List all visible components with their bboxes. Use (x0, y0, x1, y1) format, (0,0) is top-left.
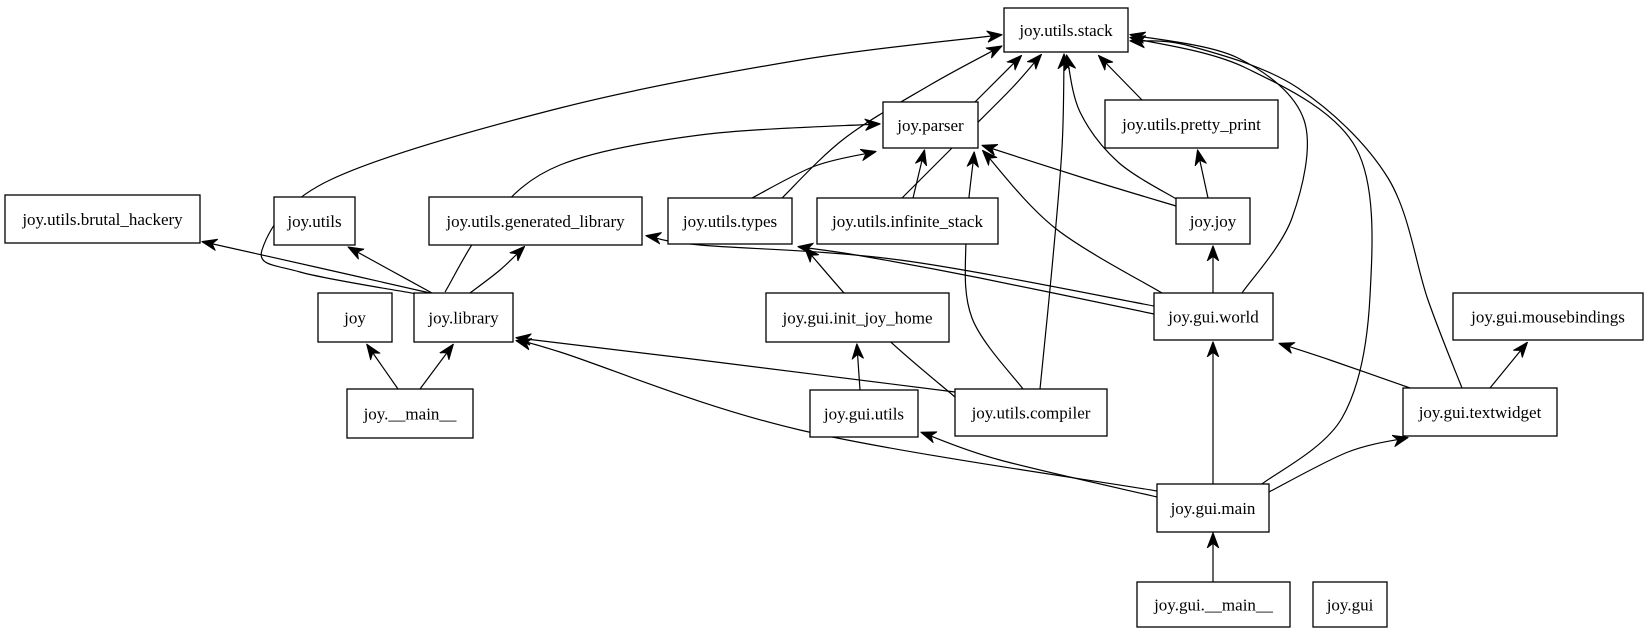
node-label-joy: joy (343, 309, 366, 328)
node-label-joy.utils: joy.utils (286, 212, 341, 231)
edge-joy.utils.compiler-to-joy.utils.stack (1039, 56, 1064, 390)
node-box-joy.__main__ (346, 388, 474, 439)
edge-joy.joy-to-joy.parser (984, 146, 1177, 207)
node-joy.gui.world: joy.gui.world (1153, 292, 1274, 341)
edge-joy.gui.utils-to-joy.gui.init_joy_home (857, 346, 860, 391)
node-box-joy.utils.stack (1003, 7, 1129, 53)
node-joy.utils.brutal_hackery: joy.utils.brutal_hackery (4, 194, 201, 244)
node-label-joy.utils.compiler: joy.utils.compiler (971, 404, 1091, 423)
node-joy.gui.textwidget: joy.gui.textwidget (1402, 387, 1558, 437)
node-label-joy.gui.mousebindings: joy.gui.mousebindings (1470, 308, 1625, 327)
edge-joy.gui.textwidget-to-joy.utils.stack (1132, 41, 1463, 389)
edge-joy.gui.main-to-joy.library (518, 341, 1158, 492)
node-label-joy.utils.types: joy.utils.types (682, 212, 777, 231)
node-joy.gui.main: joy.gui.main (1156, 483, 1270, 533)
node-box-joy.gui (1312, 581, 1388, 628)
node-joy.gui: joy.gui (1312, 581, 1388, 628)
node-box-joy.utils.brutal_hackery (4, 194, 201, 244)
node-label-joy.gui.world: joy.gui.world (1167, 308, 1259, 327)
node-label-joy.utils.pretty_print: joy.utils.pretty_print (1121, 115, 1261, 134)
edge-joy.library-to-joy.utils (350, 248, 433, 294)
node-box-joy.gui.world (1153, 292, 1274, 341)
edge-joy.library-to-joy.utils.brutal_hackery (204, 242, 431, 294)
node-box-joy.gui.init_joy_home (765, 292, 950, 343)
node-box-joy.utils.infinite_stack (816, 197, 999, 245)
edge-joy.__main__-to-joy.library (419, 346, 452, 390)
node-joy.utils.pretty_print: joy.utils.pretty_print (1104, 99, 1279, 149)
node-joy.utils: joy.utils (273, 196, 356, 246)
nodes-layer: joy.utils.stack joy.parser joy.utils.prett… (4, 7, 1644, 628)
node-label-joy.gui.textwidget: joy.gui.textwidget (1418, 403, 1542, 422)
edge-joy.__main__-to-joy (368, 346, 399, 390)
node-joy.utils.stack: joy.utils.stack (1003, 7, 1129, 53)
node-joy.gui.mousebindings: joy.gui.mousebindings (1452, 292, 1644, 341)
node-label-joy.library: joy.library (427, 309, 499, 328)
edge-joy.utils.compiler-to-joy.parser (964, 154, 1024, 390)
node-joy.gui.__main__: joy.gui.__main__ (1136, 581, 1291, 628)
edge-joy.utils.infinite_stack-to-joy.parser (912, 152, 924, 199)
node-label-joy.__main__: joy.__main__ (363, 405, 457, 424)
edge-joy.gui.world-to-joy.utils.types (800, 247, 1155, 315)
node-joy.utils.generated_library: joy.utils.generated_library (428, 196, 643, 246)
node-box-joy.joy (1175, 197, 1251, 245)
node-label-joy.gui.init_joy_home: joy.gui.init_joy_home (781, 309, 932, 328)
node-joy.library: joy.library (413, 292, 514, 343)
node-label-joy.utils.brutal_hackery: joy.utils.brutal_hackery (21, 210, 183, 229)
node-label-joy.gui: joy.gui (1326, 596, 1374, 615)
node-box-joy.utils.pretty_print (1104, 99, 1279, 149)
node-box-joy.parser (882, 101, 979, 149)
node-label-joy.parser: joy.parser (896, 116, 964, 135)
node-label-joy.gui.utils: joy.gui.utils (823, 405, 904, 424)
node-label-joy.gui.main: joy.gui.main (1170, 499, 1256, 518)
edge-joy.gui.textwidget-to-joy.gui.world (1281, 344, 1411, 389)
edge-joy.parser-to-joy.utils.stack (974, 57, 1020, 103)
node-label-joy.gui.__main__: joy.gui.__main__ (1153, 596, 1273, 615)
node-box-joy.utils.compiler (954, 388, 1108, 437)
node-box-joy.library (413, 292, 514, 343)
node-joy.gui.init_joy_home: joy.gui.init_joy_home (765, 292, 950, 343)
node-joy.parser: joy.parser (882, 101, 979, 149)
node-joy.utils.types: joy.utils.types (667, 197, 793, 245)
node-box-joy.utils.types (667, 197, 793, 245)
node-box-joy.gui.__main__ (1136, 581, 1291, 628)
edge-joy.joy-to-joy.utils.stack (1067, 57, 1179, 201)
node-box-joy.gui.main (1156, 483, 1270, 533)
edge-joy.utils.types-to-joy.parser (751, 152, 874, 199)
node-joy.utils.compiler: joy.utils.compiler (954, 388, 1108, 437)
node-box-joy.utils.generated_library (428, 196, 643, 246)
edge-joy.gui.main-to-joy.gui.textwidget (1268, 438, 1406, 493)
node-box-joy (317, 292, 393, 343)
node-label-joy.joy: joy.joy (1189, 212, 1237, 231)
node-label-joy.utils.infinite_stack: joy.utils.infinite_stack (831, 212, 983, 231)
node-joy.joy: joy.joy (1175, 197, 1251, 245)
node-label-joy.utils.stack: joy.utils.stack (1018, 21, 1113, 40)
edge-joy.gui.main-to-joy.utils.stack (1132, 38, 1373, 485)
node-joy.__main__: joy.__main__ (346, 388, 474, 439)
edge-joy.joy-to-joy.utils.pretty_print (1198, 152, 1209, 199)
node-label-joy.utils.generated_library: joy.utils.generated_library (445, 212, 625, 231)
edge-joy.library-to-joy.utils.generated_library (469, 248, 523, 294)
edge-joy.utils.pretty_print-to-joy.utils.stack (1100, 57, 1143, 101)
node-joy.gui.utils: joy.gui.utils (809, 389, 919, 438)
edge-joy.utils.infinite_stack-to-joy.utils.stack (901, 56, 1040, 199)
edge-joy.gui.world-to-joy.utils.stack (1132, 35, 1308, 294)
node-box-joy.gui.utils (809, 389, 919, 438)
edge-joy.gui.textwidget-to-joy.gui.mousebindings (1489, 344, 1526, 389)
edge-joy.gui.world-to-joy.parser (984, 152, 1163, 294)
edge-joy.utils.compiler-to-joy.library (518, 338, 956, 393)
edge-joy.gui.main-to-joy.gui.utils (923, 433, 1158, 498)
node-joy.utils.infinite_stack: joy.utils.infinite_stack (816, 197, 999, 245)
node-box-joy.gui.textwidget (1402, 387, 1558, 437)
node-joy: joy (317, 292, 393, 343)
node-box-joy.gui.mousebindings (1452, 292, 1644, 341)
edge-joy.library-to-joy.utils.stack (260, 35, 1000, 295)
node-box-joy.utils (273, 196, 356, 246)
